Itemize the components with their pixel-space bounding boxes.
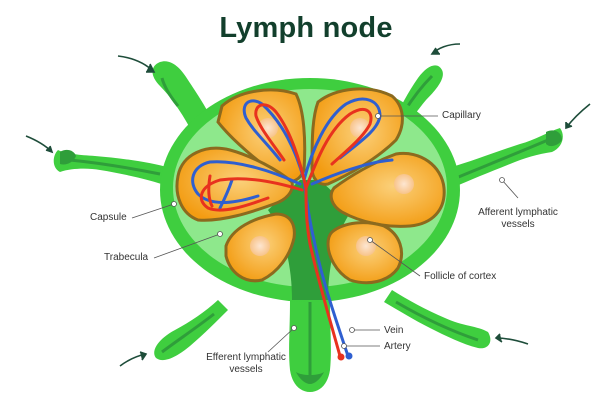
afferent-vessel-bottom-right — [384, 290, 491, 349]
label-capillary: Capillary — [442, 110, 481, 121]
label-afferent-vessels: Afferent lymphatic vessels — [478, 207, 558, 230]
artery-end — [337, 353, 345, 361]
arrow-icon — [565, 122, 573, 130]
label-trabecula: Trabecula — [104, 252, 149, 263]
vein-end — [345, 352, 353, 360]
label-follicle-of-cortex: Follicle of cortex — [424, 271, 497, 282]
arrow-icon — [494, 333, 503, 343]
arrow-icon — [430, 47, 440, 55]
afferent-vessel-left — [53, 149, 170, 186]
label-artery: Artery — [384, 341, 411, 352]
follicle-left — [175, 146, 294, 222]
afferent-vessel-top-left — [152, 61, 214, 128]
leader-lines — [131, 113, 519, 353]
label-efferent-vessels: Efferent lymphatic vessels — [206, 352, 286, 375]
label-vein: Vein — [384, 325, 404, 336]
arrow-icon — [146, 63, 156, 73]
arrow-icon — [139, 351, 148, 361]
afferent-vessel-bottom-left — [154, 300, 228, 361]
arrow-icon — [45, 145, 54, 154]
follicle-bottom-left — [224, 212, 296, 283]
afferent-vessel-right — [448, 128, 563, 188]
follicle-right — [329, 151, 446, 228]
follicle-bottom-right — [326, 221, 403, 285]
arrow-icons — [25, 43, 591, 367]
artery-network — [199, 103, 373, 358]
label-capsule: Capsule — [90, 212, 127, 223]
germinal-center — [250, 236, 270, 256]
germinal-center — [258, 118, 278, 138]
page-title: Lymph node — [219, 12, 393, 44]
germinal-center — [394, 174, 414, 194]
germinal-center — [356, 236, 376, 256]
